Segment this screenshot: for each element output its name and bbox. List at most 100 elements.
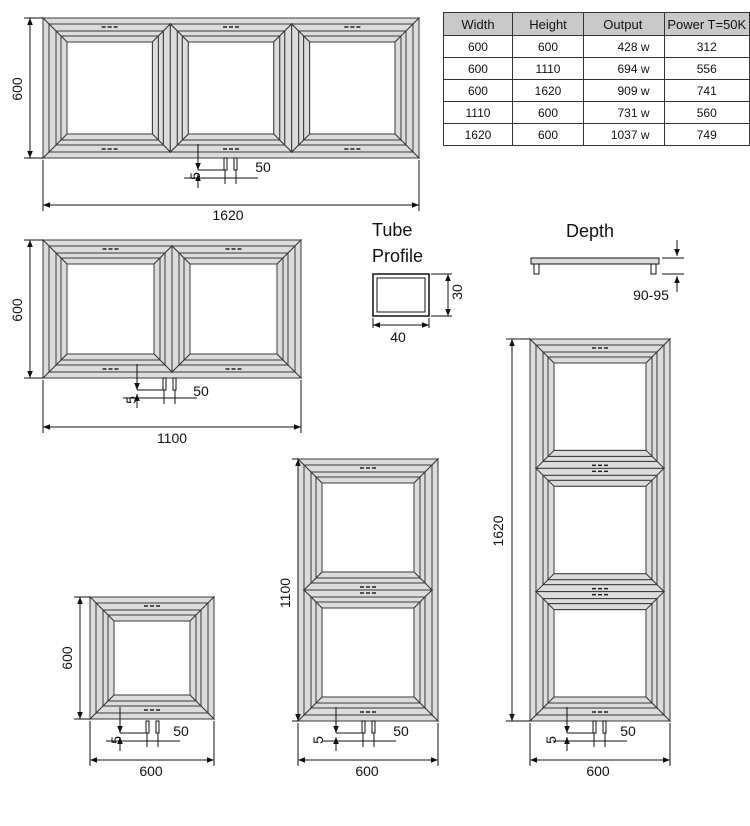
panel-600x1100 — [296, 457, 440, 723]
header-power: Power T=50K — [663, 12, 750, 36]
frame-bevel-bottom — [182, 353, 285, 361]
cell-ring-outer — [290, 22, 415, 154]
cell-height: 600 — [511, 123, 585, 146]
frame-bevel-left — [181, 34, 189, 142]
cell-output: 1037 w — [583, 123, 665, 146]
frame-bevel-left — [102, 608, 109, 708]
frame-cell — [534, 343, 666, 470]
table-row: 1110 600 731 w 560 — [443, 101, 750, 124]
frame-bevel-top — [309, 596, 427, 603]
tube-height-label: 30 — [449, 284, 465, 300]
p1100h-offset-label: 50 — [193, 383, 209, 399]
frame-bevel-bottom — [314, 571, 422, 579]
frame-bevel-right — [284, 22, 293, 154]
frame-bevel-right — [282, 251, 289, 367]
p1620h-height-label: 600 — [9, 77, 25, 101]
frame-bevel-right — [656, 467, 665, 593]
cell-opening — [66, 41, 153, 135]
cell-opening — [189, 263, 278, 355]
header-width: Width — [443, 12, 513, 36]
frame-cell — [302, 463, 434, 592]
p600-gap-label: 5 — [108, 736, 124, 744]
pipe-stub — [592, 720, 597, 734]
frame-bevel-top — [182, 257, 285, 265]
frame-bevel-bottom — [309, 702, 427, 709]
cell-ring-inner — [302, 34, 403, 142]
frame-bevel-left — [55, 251, 62, 367]
pipe-stub — [223, 157, 228, 171]
frame-bevel-left — [542, 474, 549, 586]
frame-bevel-top — [546, 356, 654, 364]
pipe-stub — [371, 720, 376, 734]
frame-bevel-bottom — [54, 359, 167, 366]
frame-bevel-left — [183, 256, 191, 362]
frame-bevel-top — [302, 35, 403, 43]
panel-600x600 — [88, 595, 216, 721]
frame-bevel-right — [413, 600, 421, 705]
frame-cell — [534, 467, 666, 593]
spec-table: Width Height Output Power T=50K 600 600 … — [443, 12, 750, 146]
frame-bevel-top — [59, 35, 160, 43]
panel-1620x600 — [41, 16, 421, 160]
depth-value-label: 90-95 — [633, 287, 669, 303]
frame-bevel-right — [189, 613, 197, 703]
frame-cell — [534, 590, 666, 717]
depth-bar — [530, 257, 660, 265]
frame-bevel-left — [178, 251, 185, 367]
frame-bevel-right — [287, 244, 296, 374]
frame-bevel-bottom — [297, 139, 408, 146]
frame-bevel-right — [424, 588, 433, 717]
frame-bevel-left — [60, 256, 68, 362]
frame-bevel-left — [315, 600, 323, 705]
cell-ring-inner — [59, 34, 160, 142]
frame-bevel-right — [656, 343, 665, 470]
frame-bevel-left — [310, 470, 317, 585]
panel-1100x600 — [41, 238, 303, 380]
cell-ring-mid — [309, 595, 427, 710]
frame-bevel-right — [405, 22, 414, 154]
frame-bevel-top — [181, 35, 281, 43]
pipe-stub — [162, 377, 167, 391]
frame-bevel-right — [413, 475, 421, 580]
p1620v-gap-label: 5 — [543, 736, 559, 744]
frame-bevel-right — [419, 470, 426, 585]
cell-power: 749 — [663, 123, 750, 146]
tube-inner — [376, 277, 426, 313]
frame-cell — [290, 22, 415, 154]
p1620h-width-label: 1620 — [212, 207, 243, 223]
p1100h-width-label: 1100 — [157, 430, 187, 446]
depth-view — [530, 240, 680, 292]
frame-bevel-right — [400, 29, 407, 147]
dimension-lines — [24, 17, 684, 766]
p600-offset-label: 50 — [173, 723, 189, 739]
frame-bevel-right — [276, 256, 284, 362]
cell-width: 1620 — [443, 123, 513, 146]
frame-bevel-top — [309, 471, 427, 478]
depth-leg — [650, 263, 657, 275]
p1100v-connection-detail — [322, 707, 396, 751]
frame-bevel-left — [547, 479, 555, 581]
cell-opening — [321, 482, 415, 573]
depth-leg — [533, 263, 540, 275]
frame-bevel-bottom — [302, 133, 403, 141]
frame-bevel-left — [542, 597, 549, 710]
frame-bevel-right — [651, 350, 658, 463]
frame-bevel-top — [176, 30, 286, 37]
frame-bevel-left — [315, 475, 323, 580]
frame-bevel-bottom — [54, 139, 165, 146]
cell-opening — [553, 362, 647, 451]
p1100h-connection-detail — [123, 364, 197, 408]
radiator-panels — [41, 16, 672, 723]
frame-bevel-left — [55, 29, 62, 147]
panel-600x1620 — [528, 337, 672, 723]
frame-bevel-bottom — [59, 133, 160, 141]
frame-bevel-bottom — [541, 455, 659, 462]
frame-bevel-right — [645, 355, 653, 458]
table-row: 600 1110 694 w 556 — [443, 57, 750, 80]
p1100h-height-label: 600 — [9, 298, 25, 322]
frame-bevel-bottom — [541, 702, 659, 709]
frame-bevel-left — [303, 588, 312, 717]
p1100v-width-label: 600 — [355, 763, 379, 779]
frame-bevel-left — [171, 244, 180, 374]
